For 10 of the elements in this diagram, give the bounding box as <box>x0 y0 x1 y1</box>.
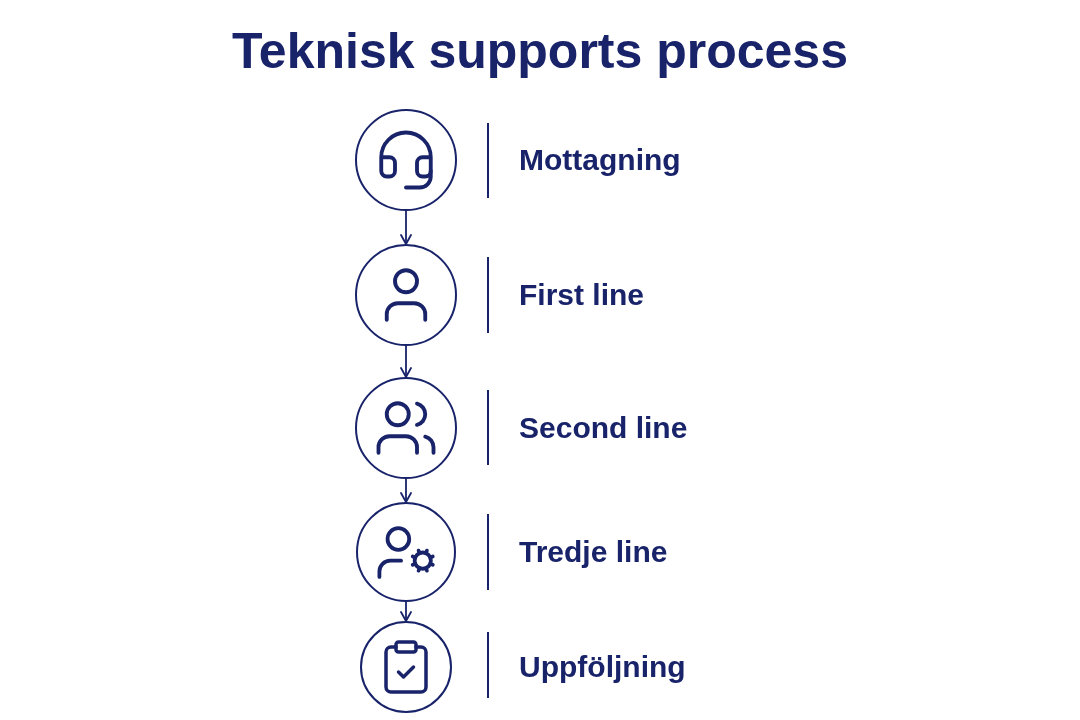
step-label: First line <box>519 278 645 312</box>
arrow <box>400 601 412 622</box>
step-label: Second line <box>519 411 688 445</box>
step-label: Mottagning <box>519 143 681 177</box>
arrow <box>400 345 412 378</box>
step-label: Tredje line <box>519 535 668 569</box>
step-label: Uppföljning <box>519 650 686 684</box>
title: Teknisk supports process <box>232 24 848 79</box>
arrow <box>400 478 412 503</box>
arrow <box>400 210 412 245</box>
